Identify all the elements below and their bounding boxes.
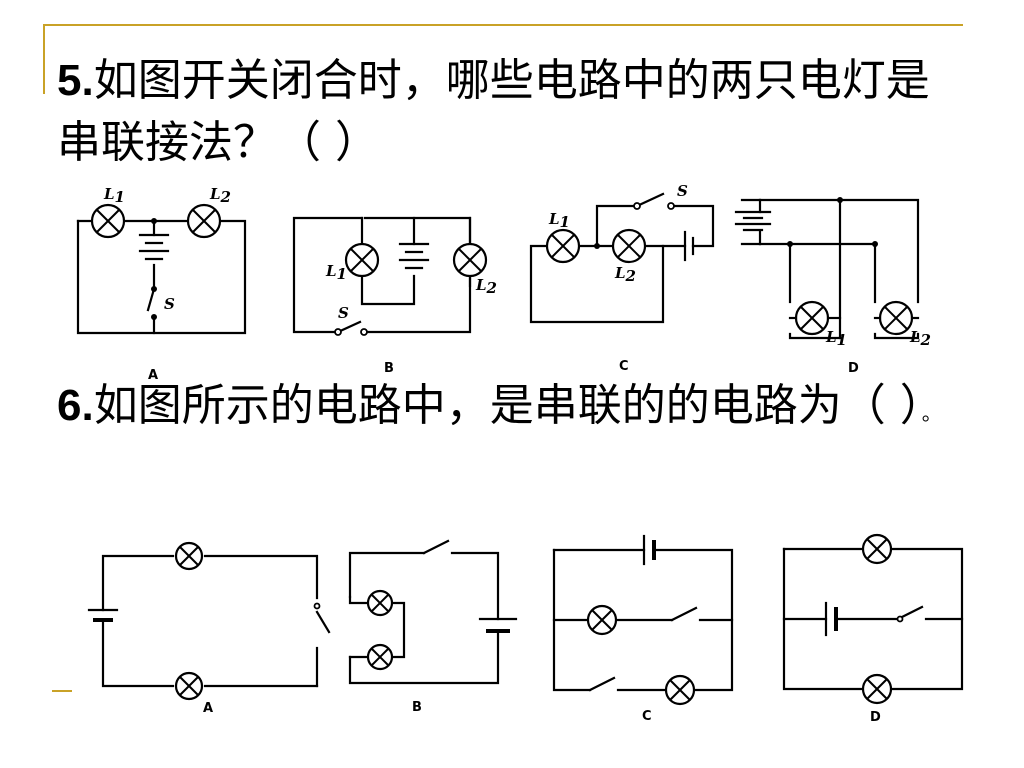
question-6-text: 如图所示的电路中，是串联的的电路为（ ）	[93, 380, 922, 431]
q5-c-label-l2: L2	[614, 264, 636, 285]
q5-c-junction	[594, 243, 600, 249]
q6-circuit-b: B	[348, 539, 518, 715]
left-decorative-rule	[43, 24, 45, 94]
q6-d-switch-pivot	[896, 615, 904, 623]
q6-c-wires	[552, 548, 734, 692]
q6-d-battery	[824, 601, 838, 637]
q6-c-battery	[642, 534, 656, 566]
bottom-left-decorative-mark	[52, 690, 72, 692]
q5-b-label-switch: S	[338, 304, 349, 322]
q5-b-switch-contact	[360, 328, 368, 336]
q6-c-bulb-bottom	[664, 674, 696, 706]
q5-c-label-l1: L1	[548, 210, 570, 231]
q6-b-bulb-bottom	[366, 643, 394, 671]
q5-d-junction-left	[787, 241, 793, 247]
q6-circuit-c: C	[552, 534, 734, 724]
q5-a-label-switch: S	[164, 295, 175, 313]
q5-circuit-c: L1 L2 S C	[529, 182, 715, 374]
q6-a-caption: A	[203, 701, 213, 716]
q6-b-caption: B	[412, 700, 422, 715]
q6-b-bulb-top	[366, 589, 394, 617]
q6-a-switch-pivot	[313, 602, 321, 610]
q5-a-junction	[151, 218, 157, 224]
q5-a-caption: A	[148, 368, 158, 383]
q5-b-battery	[398, 242, 430, 270]
q6-d-caption: D	[870, 710, 881, 725]
q5-d-wires	[740, 198, 920, 340]
q5-c-bulb-l1	[545, 228, 581, 264]
q6-circuit-a: A	[87, 541, 331, 716]
q6-c-bulb-middle	[586, 604, 618, 636]
q6-circuit-d: D	[782, 533, 964, 725]
q5-c-switch-contact	[667, 202, 675, 210]
question-5-text: 如图开关闭合时，哪些电路中的两只电灯是串联接法？（ ）	[57, 55, 930, 168]
top-decorative-rule	[43, 24, 963, 26]
q5-d-junction-top	[837, 197, 843, 203]
q5-a-bulb-l2	[186, 203, 222, 239]
question-6-period: 。	[921, 401, 942, 425]
question-6: 6.如图所示的电路中，是串联的的电路为（ ）。	[57, 375, 967, 444]
q5-a-switch-contact	[151, 314, 157, 320]
q6-b-battery	[478, 617, 518, 633]
q6-b-wires	[348, 539, 500, 685]
q5-a-switch-pivot	[151, 286, 157, 292]
q5-c-wires	[529, 192, 715, 324]
q5-d-label-l2: L2	[909, 328, 931, 349]
q5-a-label-l1: L1	[103, 185, 125, 206]
q5-a-bulb-l1	[90, 203, 126, 239]
q5-b-bulb-l2	[452, 242, 488, 278]
q5-d-label-l1: L1	[825, 328, 847, 349]
q5-c-caption: C	[619, 359, 629, 374]
q5-c-label-switch: S	[677, 182, 688, 200]
q5-b-label-l2: L2	[475, 276, 497, 297]
q5-c-switch-pivot	[633, 202, 641, 210]
question-6-number: 6.	[57, 381, 94, 430]
q5-c-bulb-l2	[611, 228, 647, 264]
question-5-number: 5.	[57, 56, 94, 105]
q5-b-wires	[292, 216, 472, 334]
q5-circuit-a: L1 L2 S A	[76, 185, 247, 383]
q6-a-battery	[87, 608, 119, 622]
q5-b-bulb-l1	[344, 242, 380, 278]
q5-d-bulb-l2	[878, 300, 914, 336]
q6-d-wires	[782, 547, 964, 691]
q6-a-wires	[101, 554, 331, 688]
q6-c-caption: C	[642, 709, 652, 724]
q5-a-battery	[138, 233, 170, 261]
question-5: 5.如图开关闭合时，哪些电路中的两只电灯是串联接法？（ ）	[57, 50, 967, 174]
q6-a-bulb-top	[174, 541, 204, 571]
q5-a-label-l2: L2	[209, 185, 231, 206]
q5-b-label-l1: L1	[325, 262, 347, 283]
q5-d-bulb-l1	[794, 300, 830, 336]
q5-d-junction-right	[872, 241, 878, 247]
q5-d-caption: D	[848, 361, 859, 376]
q5-a-wires	[76, 219, 247, 335]
q5-b-switch-pivot	[334, 328, 342, 336]
q5-b-caption: B	[384, 361, 394, 376]
q5-d-battery	[734, 210, 772, 232]
q6-d-bulb-top	[861, 533, 893, 565]
q5-circuit-b: L1 L2 S B	[292, 216, 497, 376]
q5-circuit-d: L1 L2 D	[734, 197, 931, 376]
q6-a-bulb-bottom	[174, 671, 204, 701]
q6-d-bulb-bottom	[861, 673, 893, 705]
q5-c-battery	[683, 230, 695, 262]
